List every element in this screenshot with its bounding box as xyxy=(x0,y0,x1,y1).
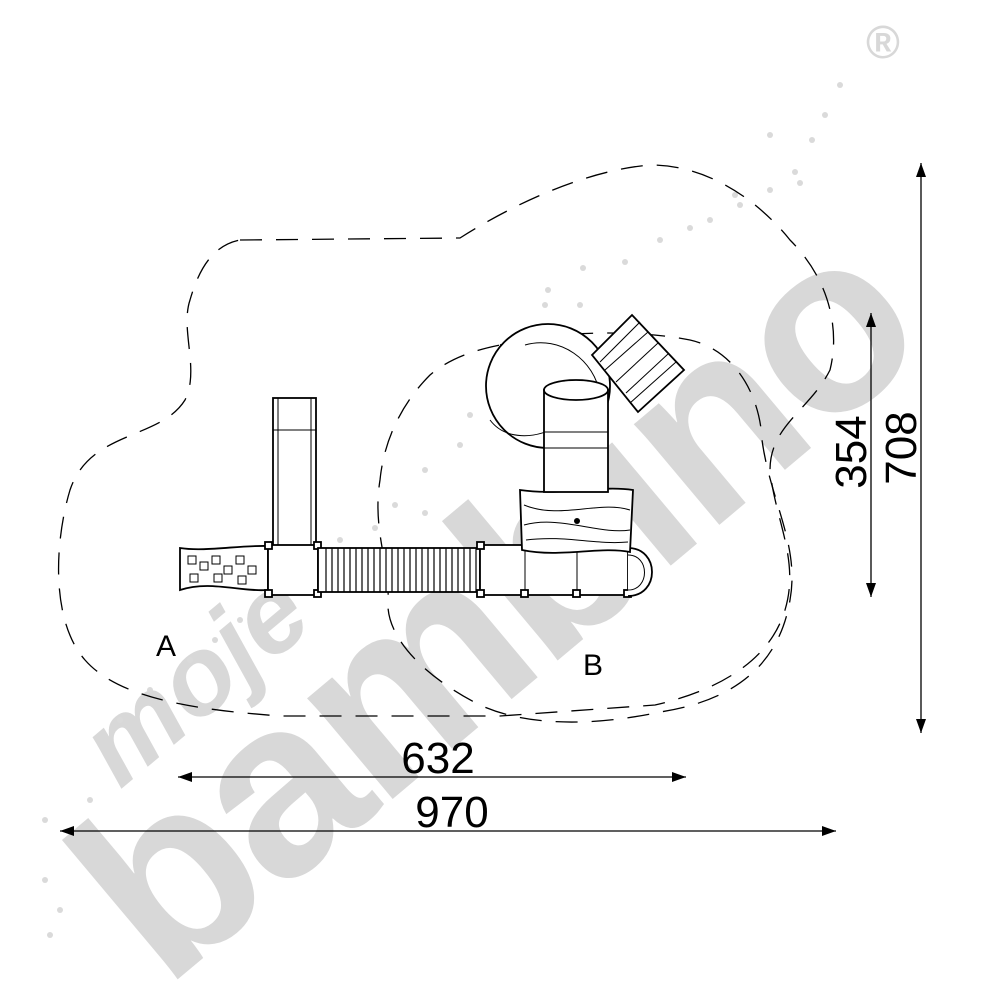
dimension-708-label: 708 xyxy=(877,411,926,484)
dimension-width-total: 970 xyxy=(60,788,836,837)
zone-label-a: A xyxy=(156,630,176,663)
dimension-354-label: 354 xyxy=(827,415,876,488)
registered-mark-icon: ® xyxy=(866,16,900,68)
zone-label-b: B xyxy=(583,649,603,682)
ramp-holds xyxy=(187,555,257,585)
playground-equipment xyxy=(179,313,686,598)
dimension-970-label: 970 xyxy=(415,788,488,837)
safety-zone-a xyxy=(57,164,835,717)
tube-slide-neck xyxy=(543,389,609,493)
watermark-logo: bambino moje ® xyxy=(20,16,965,1000)
dimension-height-partial: 354 xyxy=(827,313,876,597)
tunnel-ribs xyxy=(325,548,477,592)
left-platform xyxy=(267,544,319,596)
dimension-width-partial: 632 xyxy=(178,734,686,783)
dimension-height-total: 708 xyxy=(877,163,926,733)
crawl-tunnel xyxy=(317,547,481,593)
straight-slide xyxy=(272,397,317,547)
dimension-632-label: 632 xyxy=(401,734,474,783)
ladder xyxy=(590,313,686,414)
